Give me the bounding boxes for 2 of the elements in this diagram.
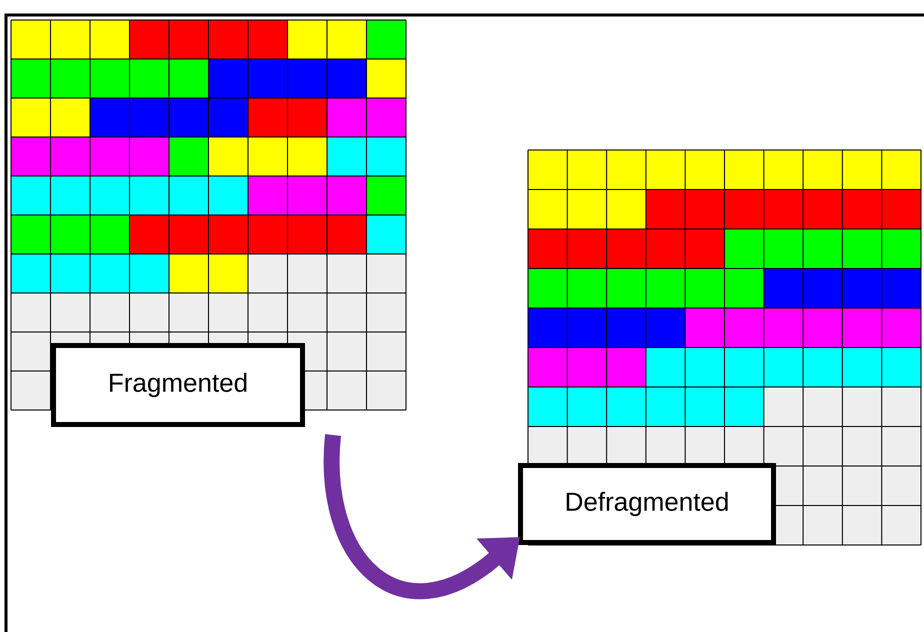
label-box: Fragmented [51, 343, 305, 427]
label-box: Defragmented [518, 463, 776, 545]
